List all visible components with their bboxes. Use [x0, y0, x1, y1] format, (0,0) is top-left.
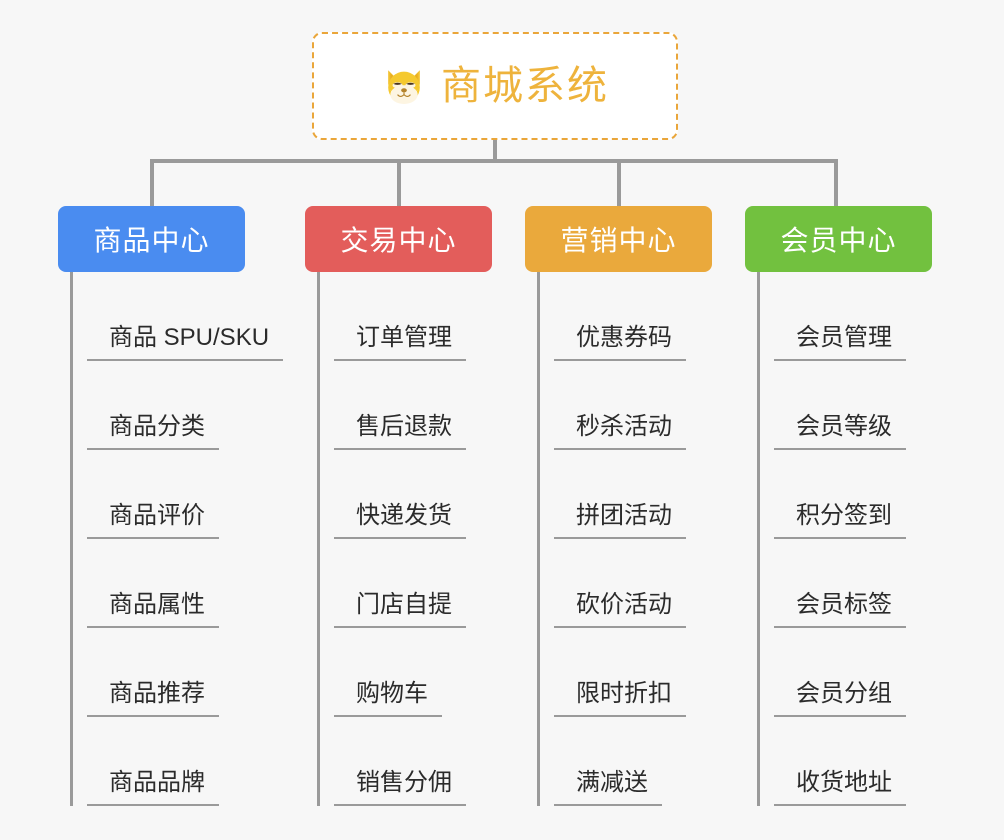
list-item-label: 购物车: [334, 679, 442, 717]
list-item[interactable]: 商品属性: [87, 539, 245, 628]
column-items-member-center: 会员管理 会员等级 积分签到 会员标签 会员分组 收货地址: [757, 272, 932, 806]
column-trade-center: 交易中心 订单管理 售后退款 快递发货 门店自提 购物车 销售分佣: [305, 206, 492, 806]
list-item[interactable]: 限时折扣: [554, 628, 712, 717]
column-items-marketing-center: 优惠券码 秒杀活动 拼团活动 砍价活动 限时折扣 满减送: [537, 272, 712, 806]
column-header-member-center[interactable]: 会员中心: [745, 206, 932, 272]
list-item[interactable]: 商品推荐: [87, 628, 245, 717]
list-item[interactable]: 收货地址: [774, 717, 932, 806]
list-item-label: 会员管理: [774, 323, 906, 361]
list-item-label: 砍价活动: [554, 590, 686, 628]
connector-drop-4: [834, 159, 838, 206]
list-item-label: 订单管理: [334, 323, 466, 361]
list-item-label: 销售分佣: [334, 768, 466, 806]
connector-drop-3: [617, 159, 621, 206]
list-item[interactable]: 秒杀活动: [554, 361, 712, 450]
column-items-trade-center: 订单管理 售后退款 快递发货 门店自提 购物车 销售分佣: [317, 272, 492, 806]
column-header-product-center[interactable]: 商品中心: [58, 206, 245, 272]
list-item-label: 限时折扣: [554, 679, 686, 717]
list-item-label: 收货地址: [774, 768, 906, 806]
root-node-mall-system[interactable]: 商城系统: [312, 32, 678, 140]
connector-root-vertical: [493, 140, 497, 163]
column-items-product-center: 商品 SPU/SKU 商品分类 商品评价 商品属性 商品推荐 商品品牌: [70, 272, 284, 806]
list-item[interactable]: 销售分佣: [334, 717, 492, 806]
list-item-label: 商品属性: [87, 590, 219, 628]
list-item[interactable]: 商品评价: [87, 450, 245, 539]
list-item[interactable]: 优惠券码: [554, 272, 712, 361]
list-item[interactable]: 商品分类: [87, 361, 245, 450]
list-item-label: 积分签到: [774, 501, 906, 539]
connector-drop-2: [397, 159, 401, 206]
list-item-label: 商品推荐: [87, 679, 219, 717]
list-item-label: 优惠券码: [554, 323, 686, 361]
list-item[interactable]: 会员分组: [774, 628, 932, 717]
list-item[interactable]: 会员标签: [774, 539, 932, 628]
list-item[interactable]: 购物车: [334, 628, 492, 717]
list-item[interactable]: 商品品牌: [87, 717, 245, 806]
list-item[interactable]: 快递发货: [334, 450, 492, 539]
list-item[interactable]: 订单管理: [334, 272, 492, 361]
list-item[interactable]: 满减送: [554, 717, 712, 806]
list-item[interactable]: 积分签到: [774, 450, 932, 539]
column-marketing-center: 营销中心 优惠券码 秒杀活动 拼团活动 砍价活动 限时折扣 满减送: [525, 206, 712, 806]
column-header-trade-center[interactable]: 交易中心: [305, 206, 492, 272]
list-item[interactable]: 砍价活动: [554, 539, 712, 628]
root-title: 商城系统: [441, 64, 609, 108]
list-item-label: 商品分类: [87, 412, 219, 450]
list-item-label: 满减送: [554, 768, 662, 806]
list-item[interactable]: 门店自提: [334, 539, 492, 628]
list-item-label: 商品品牌: [87, 768, 219, 806]
column-member-center: 会员中心 会员管理 会员等级 积分签到 会员标签 会员分组 收货地址: [745, 206, 932, 806]
list-item-label: 商品评价: [87, 501, 219, 539]
list-item-label: 会员分组: [774, 679, 906, 717]
list-item[interactable]: 会员管理: [774, 272, 932, 361]
list-item[interactable]: 拼团活动: [554, 450, 712, 539]
column-header-marketing-center[interactable]: 营销中心: [525, 206, 712, 272]
list-item-label: 快递发货: [334, 501, 466, 539]
list-item-label: 会员标签: [774, 590, 906, 628]
list-item-label: 会员等级: [774, 412, 906, 450]
list-item[interactable]: 商品 SPU/SKU: [87, 272, 284, 361]
list-item[interactable]: 会员等级: [774, 361, 932, 450]
list-item[interactable]: 售后退款: [334, 361, 492, 450]
shiba-dog-face-icon: [381, 63, 427, 109]
connector-drop-1: [150, 159, 154, 206]
list-item-label: 门店自提: [334, 590, 466, 628]
list-item-label: 拼团活动: [554, 501, 686, 539]
list-item-label: 售后退款: [334, 412, 466, 450]
list-item-label: 商品 SPU/SKU: [87, 323, 284, 361]
list-item-label: 秒杀活动: [554, 412, 686, 450]
connector-horizontal-bus: [150, 159, 838, 163]
column-product-center: 商品中心 商品 SPU/SKU 商品分类 商品评价 商品属性 商品推荐 商品品牌: [58, 206, 284, 806]
